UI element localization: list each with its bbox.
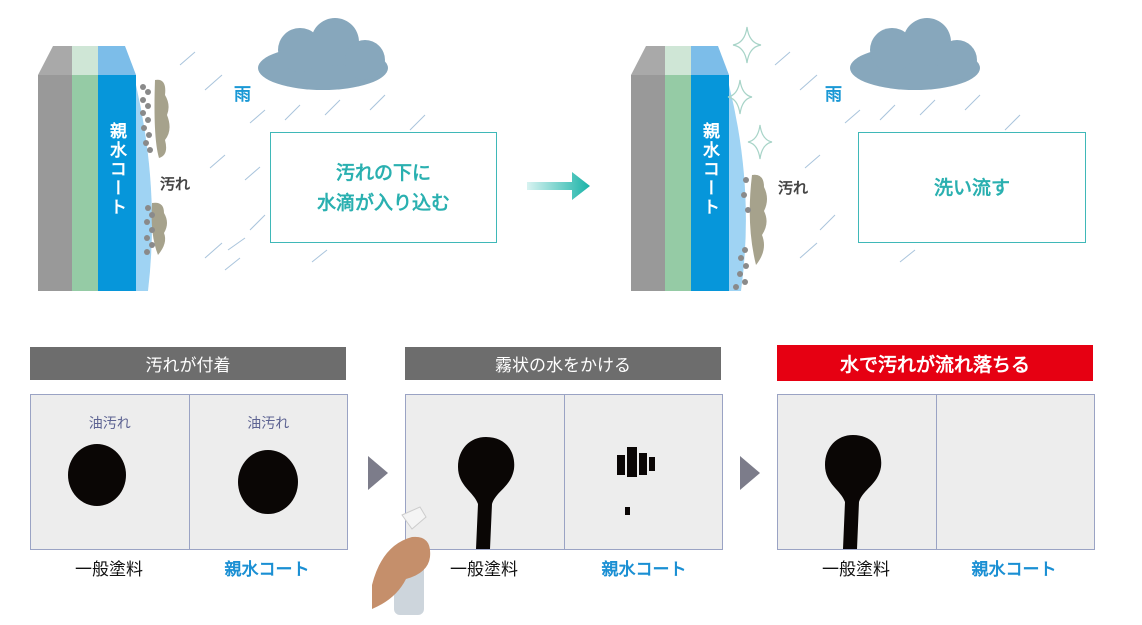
photo-hydrophilic-coat bbox=[563, 395, 722, 549]
oil-stain-caption: 油汚れ bbox=[247, 416, 290, 432]
label-hydrophilic-coat: 親水コート bbox=[224, 560, 310, 580]
step-arrow-icon bbox=[740, 456, 760, 490]
label-standard-paint: 一般塗料 bbox=[822, 560, 890, 580]
box-line: 水滴が入り込む bbox=[316, 191, 450, 214]
photo-hydrophilic-coat-clean bbox=[935, 395, 1094, 549]
step-arrow-icon bbox=[368, 456, 388, 490]
wall-left bbox=[38, 46, 170, 291]
label-standard-paint: 一般塗料 bbox=[450, 560, 518, 580]
step-header-2: 霧状の水をかける bbox=[405, 347, 721, 380]
label-standard-paint: 一般塗料 bbox=[75, 560, 143, 580]
wall-right bbox=[631, 26, 773, 291]
label-hydrophilic-coat: 親水コート bbox=[971, 560, 1057, 580]
step-header-1: 汚れが付着 bbox=[30, 347, 346, 380]
rain-lines bbox=[179, 51, 1021, 271]
explanation-box-left: 汚れの下に 水滴が入り込む bbox=[270, 132, 497, 243]
arrow-right-icon bbox=[527, 172, 590, 200]
step-header-3: 水で汚れが流れ落ちる bbox=[777, 345, 1093, 381]
step-photos-1: 油汚れ 油汚れ bbox=[30, 394, 348, 550]
box-line: 汚れの下に bbox=[335, 161, 431, 184]
coat-label-right: 親水コート bbox=[699, 122, 719, 217]
running-oil-stain bbox=[458, 437, 515, 549]
photo-standard-paint bbox=[406, 395, 564, 549]
spray-bottle-hand-icon bbox=[372, 506, 431, 615]
label-hydrophilic-coat: 親水コート bbox=[601, 560, 687, 580]
rain-label-left: 雨 bbox=[234, 85, 251, 105]
rain-label-right: 雨 bbox=[825, 85, 842, 105]
oil-stain bbox=[68, 444, 126, 506]
photo-hydrophilic-coat: 油汚れ bbox=[188, 395, 347, 549]
running-oil-stain bbox=[825, 435, 882, 549]
photo-standard-paint: 油汚れ bbox=[31, 395, 189, 549]
dirt-label-right: 汚れ bbox=[778, 179, 809, 197]
explanation-box-right: 洗い流す bbox=[858, 132, 1086, 243]
oil-stain-caption: 油汚れ bbox=[88, 416, 131, 432]
cloud-left-icon bbox=[258, 18, 388, 90]
cloud-right-icon bbox=[850, 18, 980, 90]
wall-illustrations bbox=[38, 18, 1021, 291]
sparkle-icons bbox=[727, 26, 773, 160]
step-photos-2 bbox=[405, 394, 723, 550]
box-line: 洗い流す bbox=[933, 176, 1010, 199]
photo-standard-paint bbox=[778, 395, 936, 549]
step-photos-3 bbox=[777, 394, 1095, 550]
oil-fragments bbox=[616, 447, 655, 515]
oil-stain bbox=[237, 450, 298, 514]
dirt-label-left: 汚れ bbox=[160, 175, 191, 193]
coat-label-left: 親水コート bbox=[106, 122, 126, 217]
